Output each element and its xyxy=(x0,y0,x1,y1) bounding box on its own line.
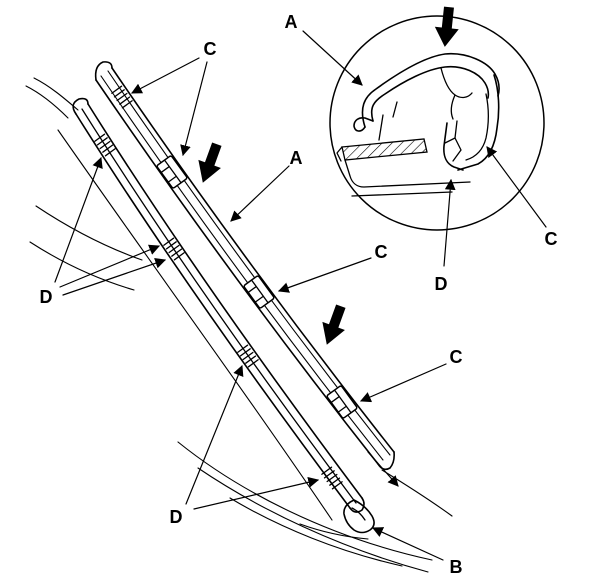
press-arrow-2 xyxy=(322,304,346,345)
leader-a-inset xyxy=(302,30,363,86)
label-c-lower: C xyxy=(450,347,463,367)
inset-circle xyxy=(329,15,545,231)
label-a-main: A xyxy=(290,148,303,168)
press-arrow-1 xyxy=(198,142,222,183)
leader-d-left-2 xyxy=(59,244,160,288)
leader-c-lower xyxy=(360,363,447,403)
label-c-inset: C xyxy=(545,229,558,249)
molding-cross-section xyxy=(353,52,500,141)
label-a-inset: A xyxy=(285,12,298,32)
clip-c-3 xyxy=(326,385,358,419)
roof-panel-cross-section xyxy=(336,138,471,197)
label-b: B xyxy=(450,557,463,577)
leader-d-left-1 xyxy=(54,156,103,283)
leader-b xyxy=(372,527,444,561)
label-d-inset: D xyxy=(435,274,448,294)
retainer-ribs-2 xyxy=(163,237,185,261)
leader-c-top-2 xyxy=(180,61,208,157)
label-d-left: D xyxy=(40,287,53,307)
retainer-ribs-3 xyxy=(237,344,259,368)
callout-labels: A C D C A C C D D B xyxy=(40,12,558,577)
retainer-ribs-1 xyxy=(94,133,116,157)
retainer-ribs-molding-tip xyxy=(111,85,133,109)
leader-c-inset xyxy=(486,146,547,228)
label-d-bottom: D xyxy=(170,507,183,527)
clip-c-2 xyxy=(243,275,275,309)
leader-c-mid xyxy=(277,257,372,293)
press-arrow-inset xyxy=(434,6,459,47)
end-bracket xyxy=(343,499,375,534)
leader-c-top-1 xyxy=(131,57,200,94)
label-c-mid: C xyxy=(375,242,388,262)
callout-leaders xyxy=(54,30,547,561)
body-flange-cross-section xyxy=(457,74,500,171)
leader-d-bottom-2 xyxy=(193,476,320,510)
leader-d-bottom-1 xyxy=(185,364,244,505)
label-c-top: C xyxy=(204,39,217,59)
main-assembly-view xyxy=(25,61,453,573)
leader-a-main xyxy=(230,165,290,222)
inset-detail-view xyxy=(329,6,545,231)
clip-c-1 xyxy=(156,155,188,189)
roof-side-rail xyxy=(72,97,365,513)
retainer-ribs-4 xyxy=(321,466,343,490)
leader-d-left-3 xyxy=(62,258,167,296)
body-outline-lines xyxy=(25,77,453,573)
leader-d-inset xyxy=(443,178,456,267)
slide-direction-arrow xyxy=(367,451,399,487)
clip-cross-section xyxy=(443,120,464,171)
